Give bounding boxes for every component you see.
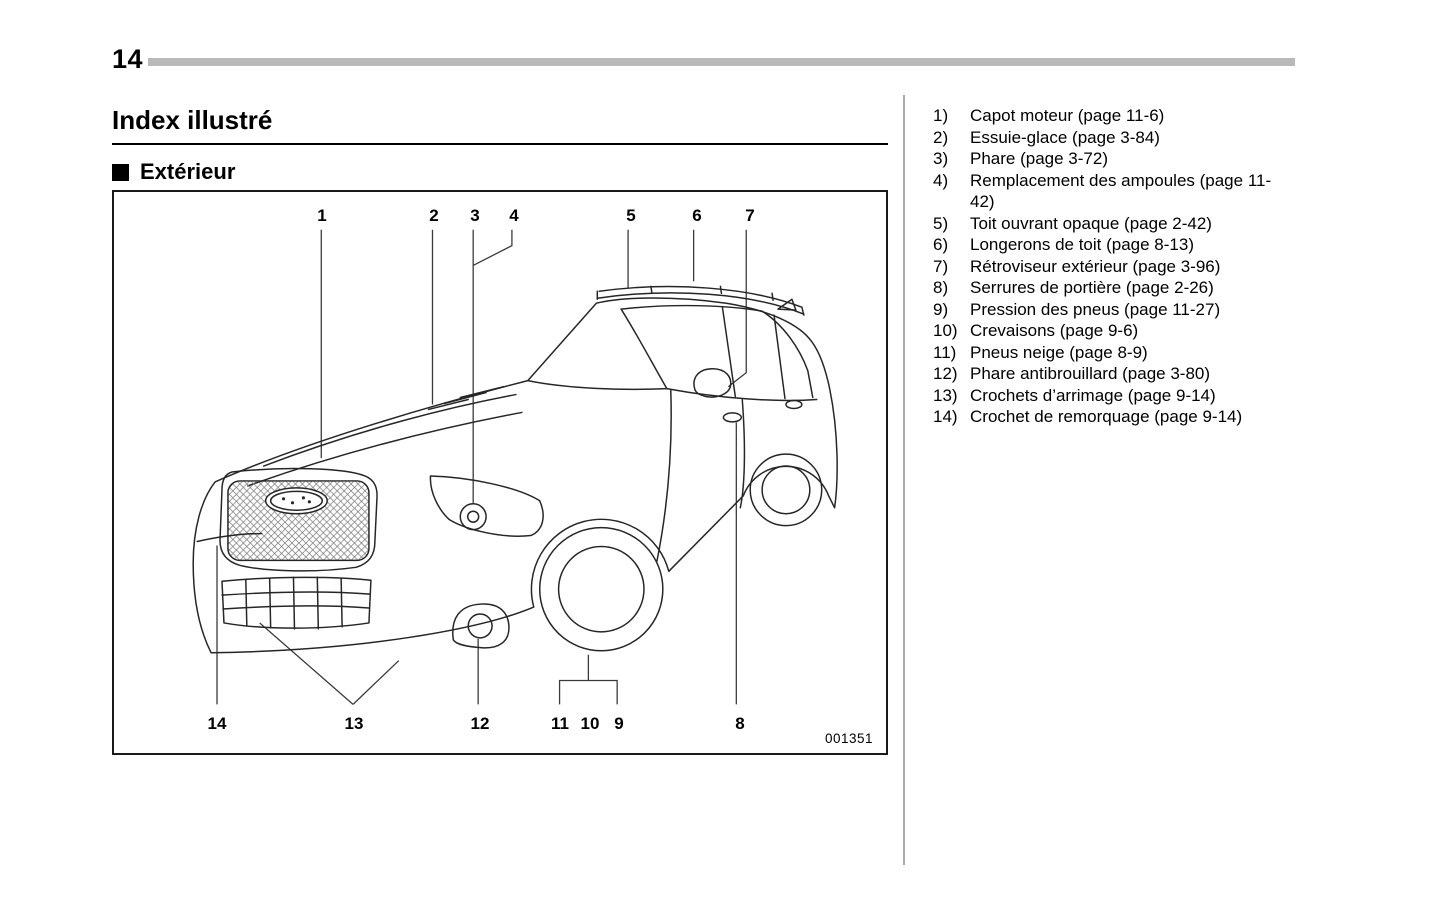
legend-item: 1) Capot moteur (page 11-6) [933,105,1275,127]
legend-item: 9) Pression des pneus (page 11-27) [933,299,1275,321]
legend-number: 2) [933,127,949,147]
legend-list: 1) Capot moteur (page 11-6) 2) Essuie-gl… [933,105,1275,428]
legend-text: Serrures de portière (page 2-26) [970,278,1214,297]
callout-number-11: 11 [551,714,569,733]
legend-item: 6) Longerons de toit (page 8-13) [933,234,1275,256]
section-square-icon [112,163,129,181]
callout-number-9: 9 [614,714,624,733]
legend-text: Rétroviseur extérieur (page 3-96) [970,256,1221,276]
legend-number: 8) [933,278,949,297]
callout-number-12: 12 [470,714,490,733]
callout-number-1: 1 [317,206,327,225]
figure-code: 001351 [824,731,873,746]
legend-text: Crevaisons (page 9-6) [970,321,1139,340]
page-number: 14 [112,44,144,74]
callout-number-3: 3 [470,206,480,225]
header-rule [148,58,1295,66]
page-title: Index illustré [112,105,888,145]
legend-number: 10) [933,321,958,340]
legend-number: 3) [933,149,949,168]
column-divider [903,95,905,865]
legend-item: 10) Crevaisons (page 9-6) [933,320,1275,342]
callout-number-13: 13 [344,714,364,733]
legend-number: 7) [933,256,949,276]
legend-item: 5) Toit ouvrant opaque (page 2-42) [933,213,1275,235]
legend-number: 12) [933,364,958,383]
callout-number-2: 2 [429,206,439,225]
legend-number: 1) [933,106,949,125]
legend-number: 6) [933,235,949,254]
legend-text: Essuie-glace (page 3-84) [970,127,1160,147]
legend-number: 14) [933,407,958,426]
legend-item: 3) Phare (page 3-72) [933,148,1275,170]
callout-number-6: 6 [692,206,702,225]
legend-text: Remplacement des ampoules (page 11-42) [970,170,1272,212]
legend-item: 7) Rétroviseur extérieur (page 3-96) [933,256,1275,278]
legend-item: 4) Remplacement des ampoules (page 11-42… [933,170,1275,213]
legend-item: 12) Phare antibrouillard (page 3-80) [933,363,1275,385]
car-diagram [192,229,838,705]
legend-text: Pression des pneus (page 11-27) [970,299,1221,319]
callout-number-10: 10 [580,714,600,733]
callout-number-5: 5 [626,206,636,225]
callout-number-8: 8 [735,714,745,733]
legend-text: Phare antibrouillard (page 3-80) [970,364,1211,383]
legend-number: 13) [933,385,958,405]
legend-text: Capot moteur (page 11-6) [970,106,1165,125]
legend-item: 8) Serrures de portière (page 2-26) [933,277,1275,299]
legend-text: Crochet de remorquage (page 9-14) [970,407,1243,426]
legend-number: 4) [933,170,949,190]
legend-number: 5) [933,213,949,233]
callout-number-4: 4 [509,206,519,225]
callout-lines [216,229,747,705]
callout-number-7: 7 [745,206,755,225]
legend-item: 14) Crochet de remorquage (page 9-14) [933,406,1275,428]
callout-number-14: 14 [207,714,227,733]
legend-text: Phare (page 3-72) [970,149,1108,168]
legend-item: 11) Pneus neige (page 8-9) [933,342,1275,364]
legend-item: 13) Crochets d’arrimage (page 9-14) [933,385,1275,407]
legend-text: Crochets d’arrimage (page 9-14) [970,385,1216,405]
figure-box: 1 2 3 4 5 6 7 14 13 12 11 10 9 8 001351 [112,190,888,755]
legend-text: Longerons de toit (page 8-13) [970,235,1194,254]
section-title: Extérieur [140,159,236,184]
legend-item: 2) Essuie-glace (page 3-84) [933,127,1275,149]
legend-text: Pneus neige (page 8-9) [970,342,1148,362]
car-illustration [192,285,838,654]
section-header: Extérieur [112,159,235,185]
legend-number: 11) [933,342,957,362]
legend-number: 9) [933,299,949,319]
legend-text: Toit ouvrant opaque (page 2-42) [970,213,1212,233]
